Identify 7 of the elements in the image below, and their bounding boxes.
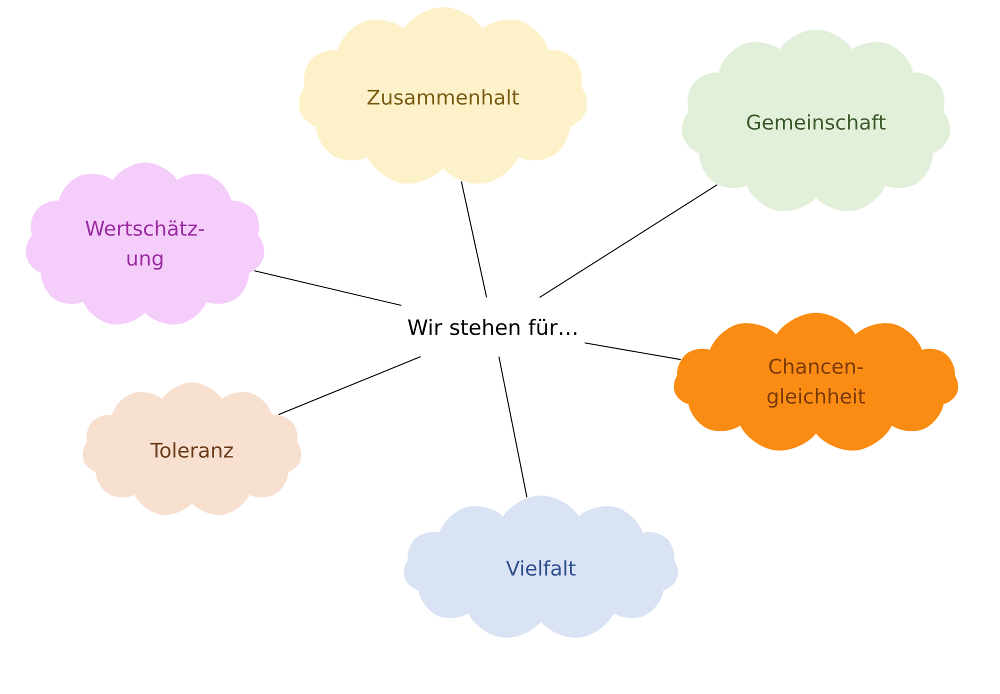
center-text: Wir stehen für… [408, 318, 576, 336]
connector-line [254, 270, 402, 306]
connector-line [584, 342, 681, 360]
connector-line [460, 181, 488, 298]
connector-line [278, 356, 421, 416]
connector-line [498, 356, 528, 498]
connector-line [539, 184, 718, 298]
